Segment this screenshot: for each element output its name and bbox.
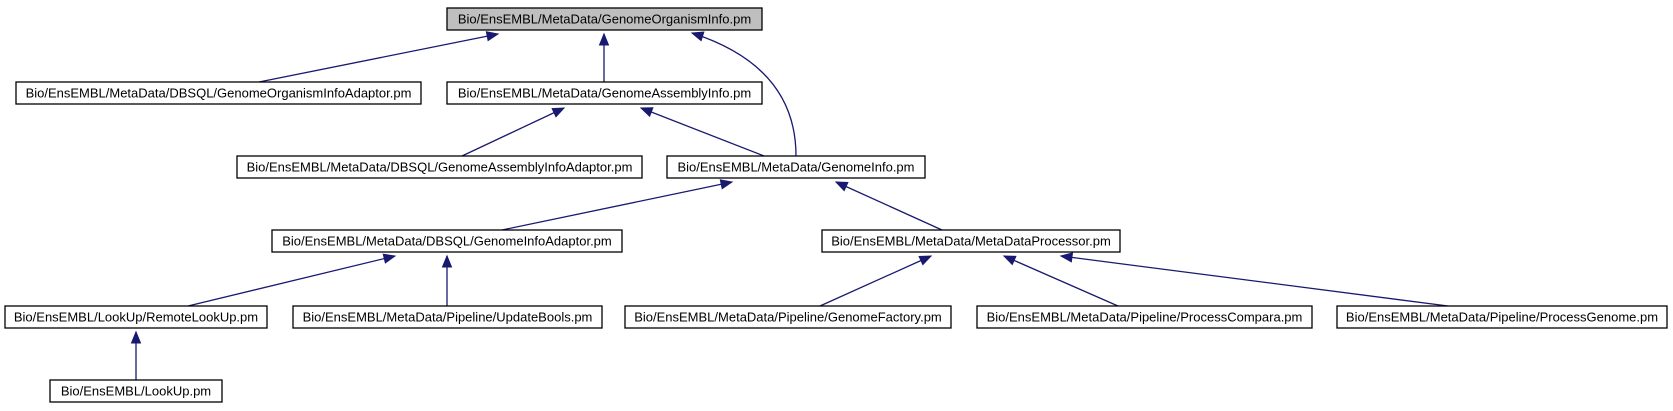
node-genome-organism-info[interactable]: Bio/EnsEMBL/MetaData/GenomeOrganismInfo.… [446, 7, 763, 31]
node-update-bools-label: Bio/EnsEMBL/MetaData/Pipeline/UpdateBool… [303, 310, 593, 325]
edge-arrowhead [130, 330, 142, 344]
edge-line [461, 107, 565, 157]
node-genome-factory[interactable]: Bio/EnsEMBL/MetaData/Pipeline/GenomeFact… [624, 305, 952, 329]
node-layer: Bio/EnsEMBL/MetaData/GenomeOrganismInfo.… [4, 7, 1668, 403]
node-look-up-label: Bio/EnsEMBL/LookUp.pm [61, 384, 211, 399]
edge-line [640, 107, 765, 157]
edge-arrowhead [690, 31, 705, 42]
edge-layer [130, 31, 1449, 380]
node-look-up[interactable]: Bio/EnsEMBL/LookUp.pm [49, 379, 223, 403]
edge-line [1003, 255, 1119, 307]
edge-look-up-to-remote-look-up [130, 330, 142, 380]
node-process-compara[interactable]: Bio/EnsEMBL/MetaData/Pipeline/ProcessCom… [976, 305, 1313, 329]
node-genome-factory-box [624, 305, 952, 329]
node-remote-look-up-label: Bio/EnsEMBL/LookUp/RemoteLookUp.pm [14, 310, 258, 325]
node-genome-info-adaptor-label: Bio/EnsEMBL/MetaData/DBSQL/GenomeInfoAda… [282, 234, 612, 249]
edge-meta-data-processor-to-genome-info [834, 181, 943, 231]
edge-arrowhead [382, 253, 397, 264]
edge-arrowhead [441, 254, 453, 268]
node-genome-organism-info-adaptor[interactable]: Bio/EnsEMBL/MetaData/DBSQL/GenomeOrganis… [15, 81, 422, 105]
node-genome-info-adaptor-box [271, 229, 623, 253]
node-genome-assembly-info-adaptor[interactable]: Bio/EnsEMBL/MetaData/DBSQL/GenomeAssembl… [236, 155, 643, 179]
edge-genome-assembly-info-to-genome-organism-info [598, 32, 610, 82]
edge-arrowhead [598, 32, 610, 46]
node-update-bools[interactable]: Bio/EnsEMBL/MetaData/Pipeline/UpdateBool… [292, 305, 603, 329]
node-meta-data-processor[interactable]: Bio/EnsEMBL/MetaData/MetaDataProcessor.p… [821, 229, 1121, 253]
edge-arrowhead [918, 255, 933, 266]
edge-arrowhead [485, 31, 500, 42]
edge-process-genome-to-meta-data-processor [1059, 252, 1449, 307]
node-genome-info[interactable]: Bio/EnsEMBL/MetaData/GenomeInfo.pm [666, 155, 926, 179]
node-meta-data-processor-label: Bio/EnsEMBL/MetaData/MetaDataProcessor.p… [831, 234, 1111, 249]
node-process-compara-label: Bio/EnsEMBL/MetaData/Pipeline/ProcessCom… [987, 310, 1303, 325]
edge-genome-factory-to-meta-data-processor [819, 255, 933, 307]
node-genome-assembly-info-box [446, 81, 763, 105]
node-genome-info-adaptor[interactable]: Bio/EnsEMBL/MetaData/DBSQL/GenomeInfoAda… [271, 229, 623, 253]
node-update-bools-box [292, 305, 603, 329]
node-remote-look-up[interactable]: Bio/EnsEMBL/LookUp/RemoteLookUp.pm [4, 305, 268, 329]
edge-genome-info-to-genome-organism-info [690, 31, 797, 157]
node-genome-organism-info-adaptor-label: Bio/EnsEMBL/MetaData/DBSQL/GenomeOrganis… [26, 86, 412, 101]
edge-arrowhead [834, 181, 849, 192]
node-genome-organism-info-adaptor-box [15, 81, 422, 105]
edge-update-bools-to-genome-info-adaptor [441, 254, 453, 306]
edge-line [691, 32, 797, 157]
node-genome-info-box [666, 155, 926, 179]
node-genome-assembly-info-adaptor-box [236, 155, 643, 179]
edge-line [835, 181, 943, 231]
node-meta-data-processor-box [821, 229, 1121, 253]
edge-line [258, 33, 499, 83]
edge-genome-info-adaptor-to-genome-info [501, 179, 734, 231]
node-process-genome-box [1336, 305, 1668, 329]
edge-genome-organism-info-adaptor-to-genome-organism-info [258, 31, 500, 83]
edge-genome-assembly-info-adaptor-to-genome-assembly-info [461, 107, 566, 157]
edge-line [187, 255, 396, 307]
node-remote-look-up-box [4, 305, 268, 329]
node-process-compara-box [976, 305, 1313, 329]
edge-genome-info-to-genome-assembly-info [639, 107, 765, 157]
edge-line [501, 181, 733, 231]
node-genome-info-label: Bio/EnsEMBL/MetaData/GenomeInfo.pm [677, 160, 914, 175]
edge-remote-look-up-to-genome-info-adaptor [187, 253, 397, 307]
edge-line [1060, 255, 1449, 307]
edge-line [819, 255, 932, 307]
node-process-genome-label: Bio/EnsEMBL/MetaData/Pipeline/ProcessGen… [1346, 310, 1658, 325]
edge-arrowhead [1059, 252, 1074, 263]
node-genome-factory-label: Bio/EnsEMBL/MetaData/Pipeline/GenomeFact… [634, 310, 942, 325]
edge-arrowhead [639, 107, 654, 118]
edge-arrowhead [551, 107, 566, 118]
node-genome-assembly-info-adaptor-label: Bio/EnsEMBL/MetaData/DBSQL/GenomeAssembl… [247, 160, 633, 175]
node-genome-organism-info-label: Bio/EnsEMBL/MetaData/GenomeOrganismInfo.… [458, 12, 751, 27]
node-genome-assembly-info-label: Bio/EnsEMBL/MetaData/GenomeAssemblyInfo.… [458, 86, 751, 101]
node-look-up-box [49, 379, 223, 403]
node-process-genome[interactable]: Bio/EnsEMBL/MetaData/Pipeline/ProcessGen… [1336, 305, 1668, 329]
node-genome-assembly-info[interactable]: Bio/EnsEMBL/MetaData/GenomeAssemblyInfo.… [446, 81, 763, 105]
edge-process-compara-to-meta-data-processor [1002, 255, 1119, 307]
edge-arrowhead [719, 179, 734, 190]
node-genome-organism-info-box [446, 7, 763, 31]
edge-arrowhead [1002, 255, 1017, 266]
